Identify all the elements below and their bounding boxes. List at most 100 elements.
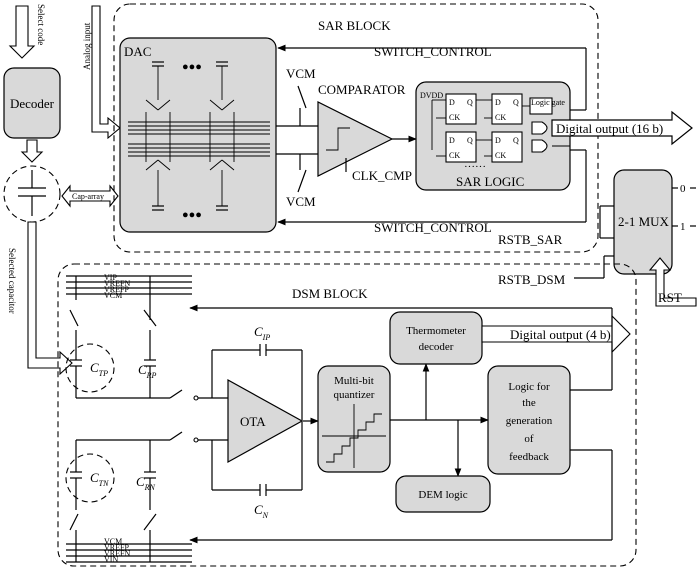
selected-capacitor-label: Selected capacitor [7,248,17,314]
bottom-reference-rails [66,538,192,563]
dsm-block-title: DSM BLOCK [292,286,368,301]
digital-output-16b-label: Digital output (16 b) [556,121,663,136]
rail-top-0: VIP [104,273,117,282]
feedback-label-1: the [522,397,536,409]
dac-label: DAC [124,44,151,59]
svg-text:D: D [449,98,455,107]
digital-output-16b-arrow [551,110,693,146]
thermometer-decoder-box [389,311,483,365]
feedback-label-3: of [524,433,534,445]
rail-bottom-1: VREFP [104,543,129,552]
svg-text:CK: CK [449,151,460,160]
feedback-label-4: feedback [509,451,549,463]
vcm-bottom-label: VCM [286,194,316,209]
ota-label: OTA [240,414,266,429]
svg-text:Q: Q [513,98,519,107]
select-code-arrow [8,5,36,59]
rail-top-3: VCM [104,291,122,300]
rst-label: RST [658,290,682,305]
switch-control-top-line [277,44,587,111]
dac-box [119,37,277,233]
flip-flop-1: D Q CK [445,93,477,125]
svg-text:CK: CK [495,113,506,122]
dvdd-label: DVDD [420,91,443,100]
c-tp-sampling-cap [65,309,115,398]
c-n-label: CN [254,502,269,520]
ota-triangle [227,378,304,464]
vcm-top-switch [297,85,307,109]
rstb-dsm-line [574,255,614,279]
clk-cmp-label: CLK_CMP [352,168,412,183]
c-rn-reference-cap [143,440,157,538]
comparator-triangle [317,101,394,177]
dem-logic-box [395,475,491,513]
dsm-block-boundary [57,263,637,567]
top-input-path [76,344,303,420]
dac-capacitor-array [128,61,270,211]
flip-flop-2: D Q CK [445,131,477,163]
svg-text:Q: Q [467,98,473,107]
quantizer-output-routing [390,363,489,477]
switch-control-bottom-label: SWITCH_CONTROL [374,220,492,235]
rstb-sar-label: RSTB_SAR [498,232,563,247]
rail-top-2: VREFP [104,285,129,294]
flip-flop-4: D Q CK [491,131,523,163]
svg-text:D: D [495,98,501,107]
svg-text:D: D [495,136,501,145]
dac-dots-bottom: ●●● [182,209,202,221]
decoder-label: Decoder [10,96,55,111]
c-ip-label: CIP [254,324,270,342]
svg-text:Q: Q [513,136,519,145]
decoder-box [3,67,61,139]
rail-top-1: VREFN [104,279,130,288]
mux-in1-label: 1 [680,221,686,233]
c-rn-label: CRN [136,474,156,492]
feedback-label-0: Logic for [508,381,550,393]
top-reference-rails [66,275,192,300]
feedback-label-2: generation [506,415,553,427]
feedback-logic-box [487,365,571,475]
thermometer-label-line1: Thermometer [406,325,466,337]
rail-bottom-3: VIN [104,555,118,564]
svg-text:Logic gate: Logic gate [531,98,565,107]
c-tp-label: CTP [90,360,108,378]
sar-logic-dots: ······ [464,161,486,173]
select-code-label: Select code [36,4,46,45]
vcm-bottom-switch [297,169,307,193]
rail-bottom-2: VREFN [104,549,130,558]
rst-arrow [648,257,697,307]
rstb-dsm-label: RSTB_DSM [498,272,566,287]
digital-output-4b-label: Digital output (4 b) [510,327,611,342]
cap-array-double-arrow [61,184,119,208]
mux-box [613,169,673,275]
mux-in0-label: 0 [680,183,686,195]
dac-dots-top: ●●● [182,61,202,73]
quantizer-label-line1: Multi-bit [334,375,374,387]
vcm-top-label: VCM [286,66,316,81]
cap-array-label: Cap-array [72,192,104,201]
mux-label: 2-1 MUX [618,214,670,229]
c-rp-label: CRP [138,362,157,380]
svg-text:D: D [449,136,455,145]
comparator-label: COMPARATOR [318,82,406,97]
svg-text:CK: CK [495,151,506,160]
svg-text:CK: CK [449,113,460,122]
analog-input-label: Analog input [82,22,92,70]
svg-text:Q: Q [467,136,473,145]
c-tn-label: CTN [90,470,109,488]
selectable-capacitor [3,165,61,223]
rail-bottom-0: VCM [104,537,122,546]
selected-capacitor-arrow [27,221,73,376]
c-rp-reference-cap [143,300,157,398]
switch-control-top-label: SWITCH_CONTROL [374,44,492,59]
sar-block-title: SAR BLOCK [318,18,391,33]
comparator-symbol [326,127,350,151]
feedback-return-lines [189,304,613,544]
sar-logic-label: SAR LOGIC [456,174,524,189]
thermometer-label-line2: decoder [419,341,454,353]
switch-control-bottom-line [277,149,587,226]
rstb-sar-line [599,205,614,239]
quantizer-label-line2: quantizer [334,389,375,401]
dem-logic-label: DEM logic [418,489,467,501]
